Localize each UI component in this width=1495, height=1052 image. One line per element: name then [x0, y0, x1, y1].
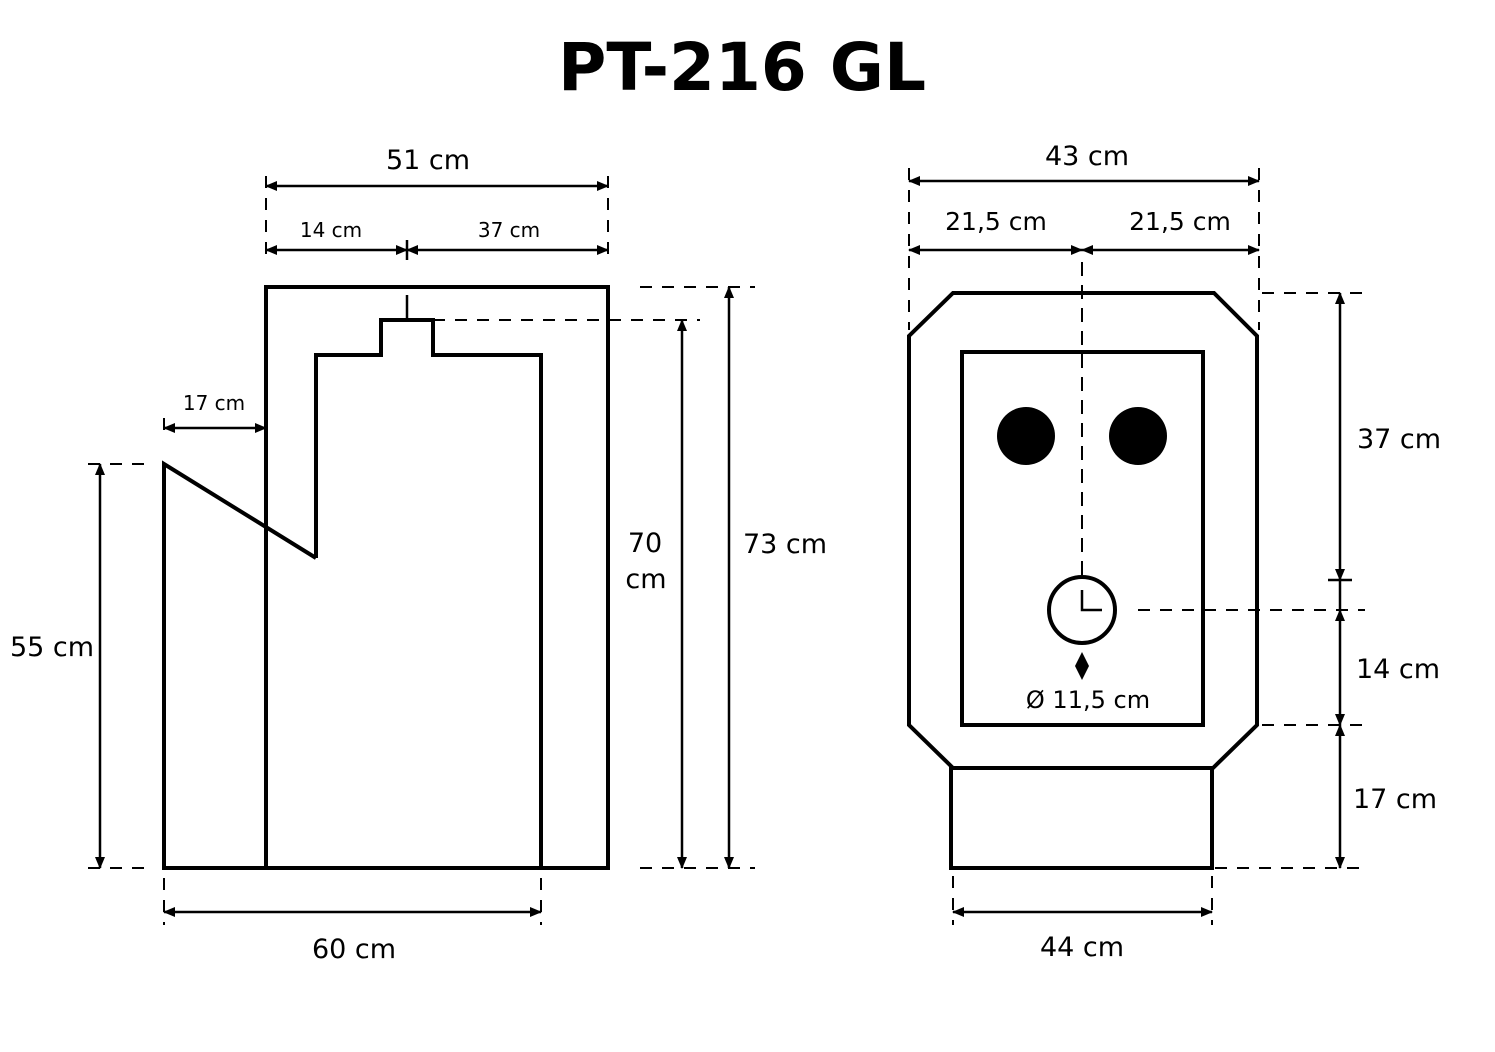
side-hopper-outline [162, 460, 318, 870]
label-inner-height-line2: cm [625, 564, 666, 595]
label-front-width-total: 43 cm [1045, 141, 1129, 172]
label-width-total: 51 cm [386, 145, 470, 176]
label-flue-diameter: Ø 11,5 cm [1026, 686, 1150, 714]
side-firebox-outline [314, 318, 543, 868]
label-upper-height: 37 cm [1357, 424, 1441, 455]
label-depth-base: 60 cm [312, 934, 396, 965]
label-total-height: 73 cm [743, 529, 827, 560]
flue-center-mark [1080, 590, 1102, 612]
left-knob-icon [997, 407, 1055, 465]
label-width-right: 37 cm [478, 218, 540, 242]
right-knob-icon [1109, 407, 1167, 465]
label-front-height: 55 cm [10, 632, 94, 663]
label-front-width-left: 21,5 cm [945, 207, 1047, 236]
front-view: Ø 11,5 cm 43 cm 21,5 cm 21,5 cm 37 cm 14… [907, 141, 1441, 963]
side-body-outline [264, 285, 610, 870]
label-width-left: 14 cm [300, 218, 362, 242]
front-base-plinth [949, 766, 1214, 870]
flue-outlet-circle [1047, 575, 1117, 645]
label-base-width: 44 cm [1040, 932, 1124, 963]
diameter-marker-icon [1075, 652, 1089, 680]
label-inner-height-line1: 70 [628, 528, 662, 559]
label-middle-height: 14 cm [1356, 654, 1440, 685]
front-door-glass [960, 350, 1205, 727]
label-base-height: 17 cm [1353, 784, 1437, 815]
model-title: PT-216 GL [558, 29, 926, 106]
label-hopper-offset: 17 cm [183, 391, 245, 415]
label-front-width-right: 21,5 cm [1129, 207, 1231, 236]
side-view: 51 cm 14 cm 37 cm 17 cm 55 cm 70 cm 73 c… [10, 145, 827, 965]
